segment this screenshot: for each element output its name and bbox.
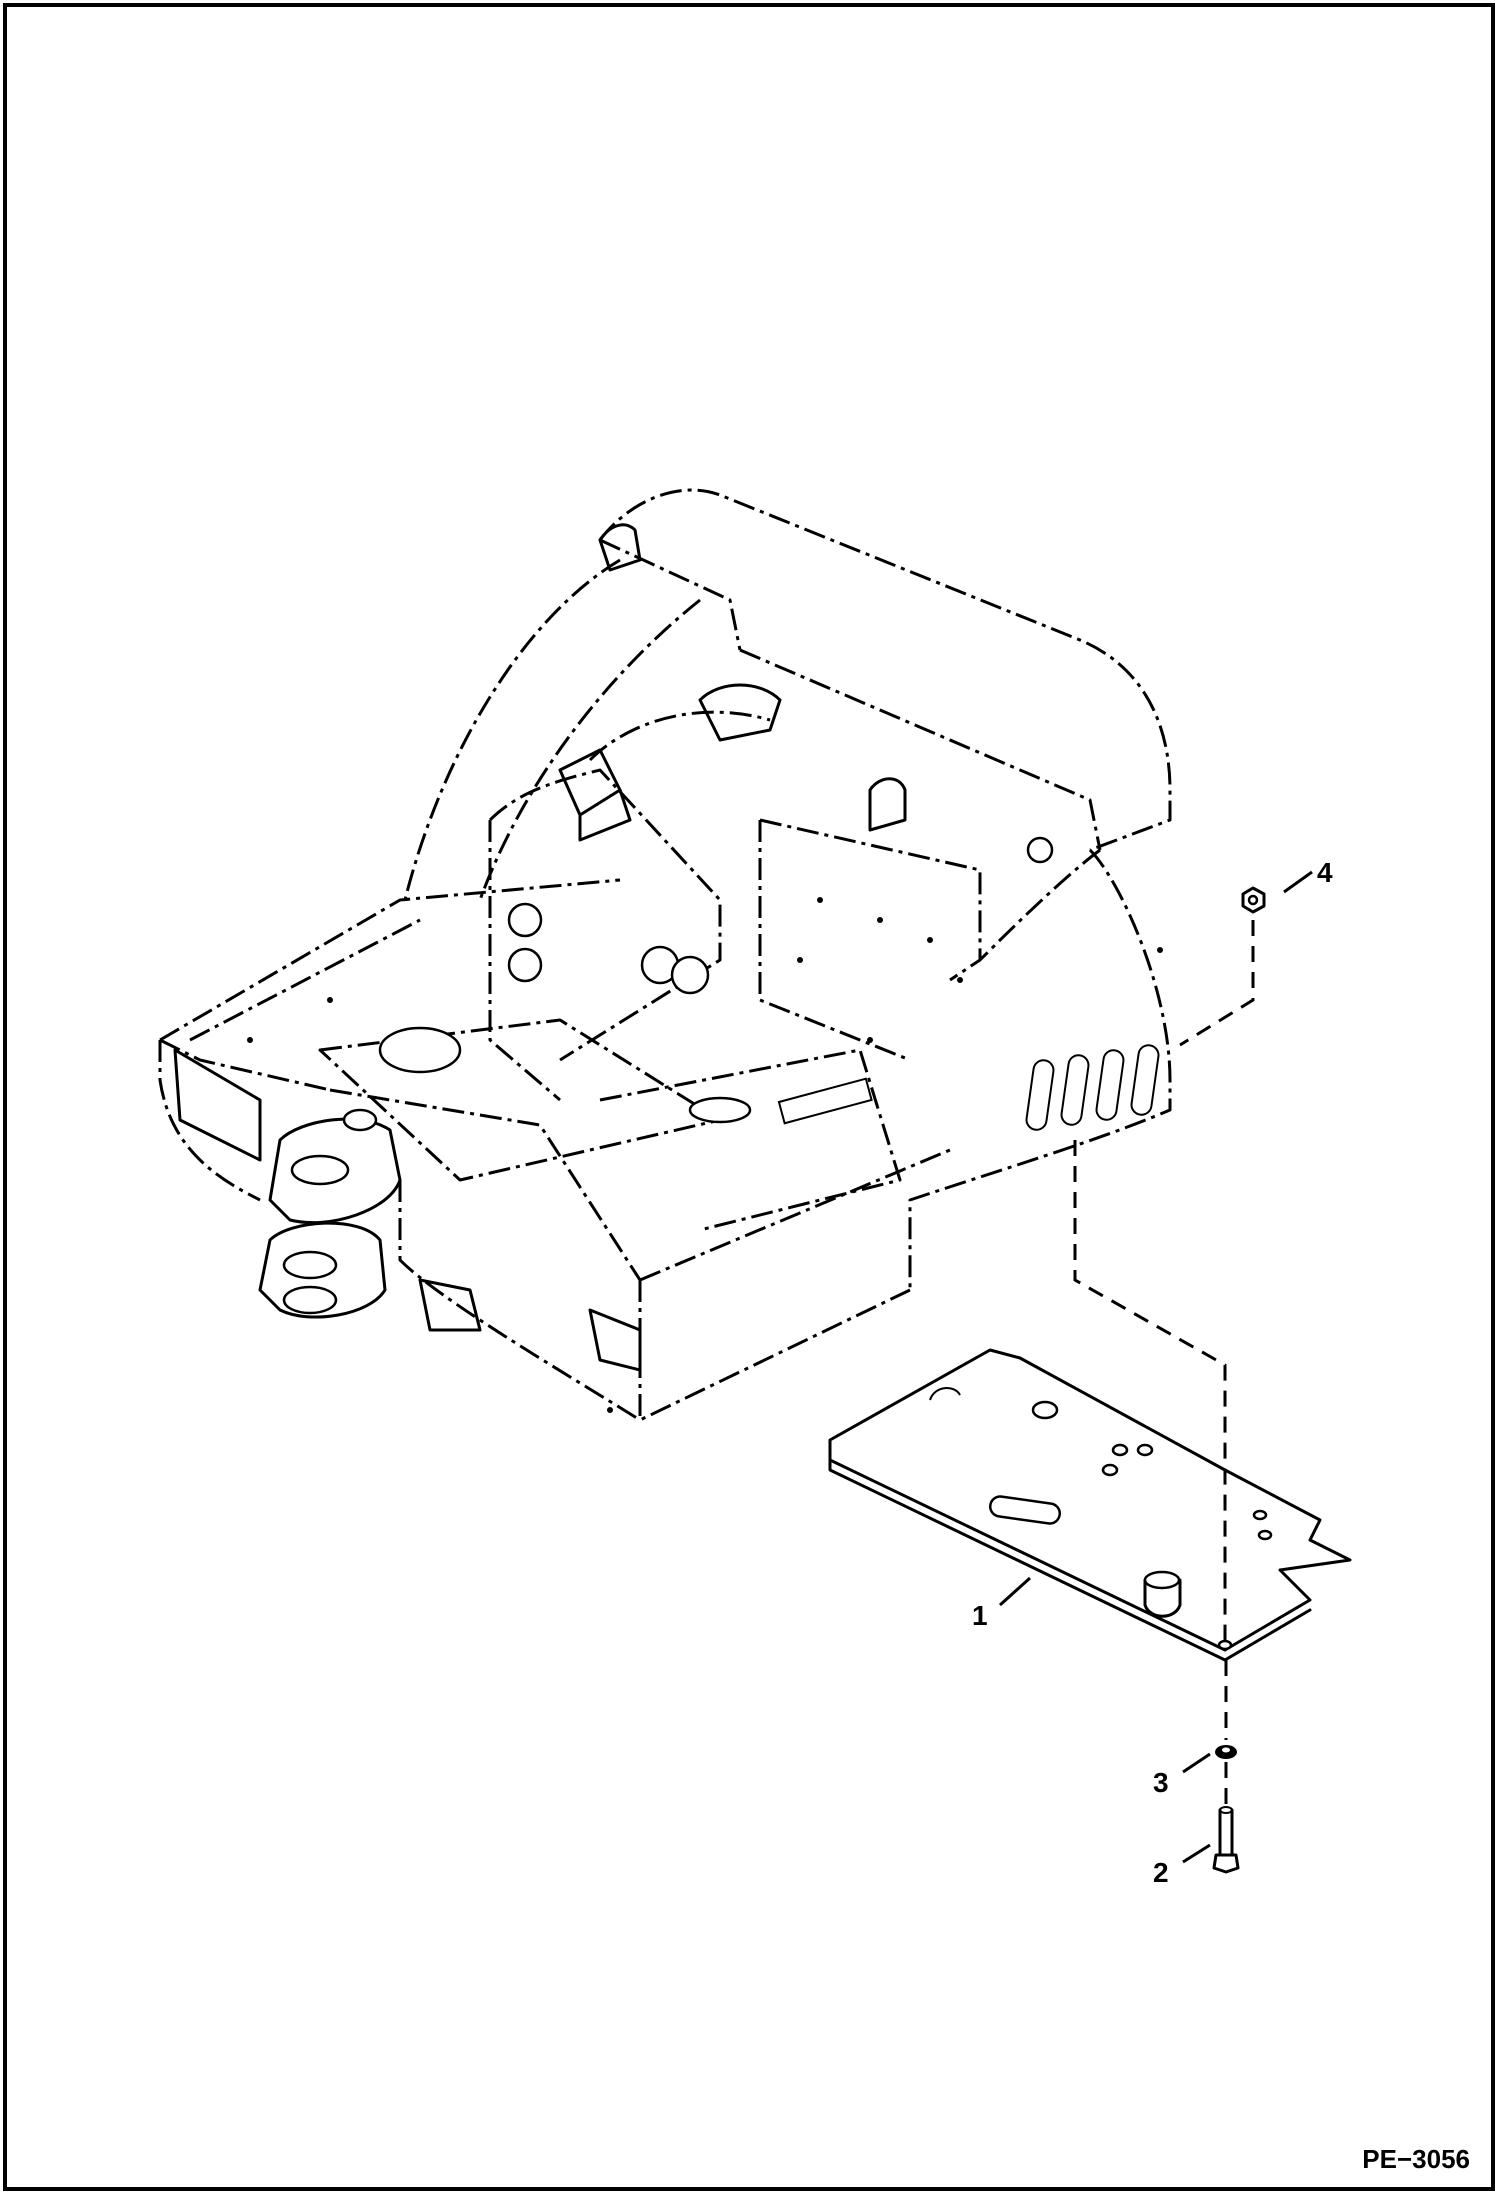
assembly-lines <box>1073 920 1255 1805</box>
page-border <box>3 3 1495 2191</box>
boom-mount-pivot <box>173 1048 642 1372</box>
callout-2: 2 <box>1153 1857 1169 1888</box>
washer-item-3 <box>1215 1745 1237 1759</box>
bolt-item-2 <box>1212 1806 1240 1874</box>
drawing-reference-number: PE−3056 <box>1362 2144 1470 2174</box>
callout-4: 4 <box>1317 857 1333 888</box>
floor-plate-item-1 <box>828 1348 1352 1662</box>
upper-frame-assembly <box>158 488 1172 1422</box>
callout-3: 3 <box>1153 1767 1169 1798</box>
callout-1: 1 <box>972 1600 988 1631</box>
frame-details <box>247 523 1163 1413</box>
nut-item-4 <box>1241 886 1266 914</box>
callout-leaders <box>998 870 1313 1864</box>
